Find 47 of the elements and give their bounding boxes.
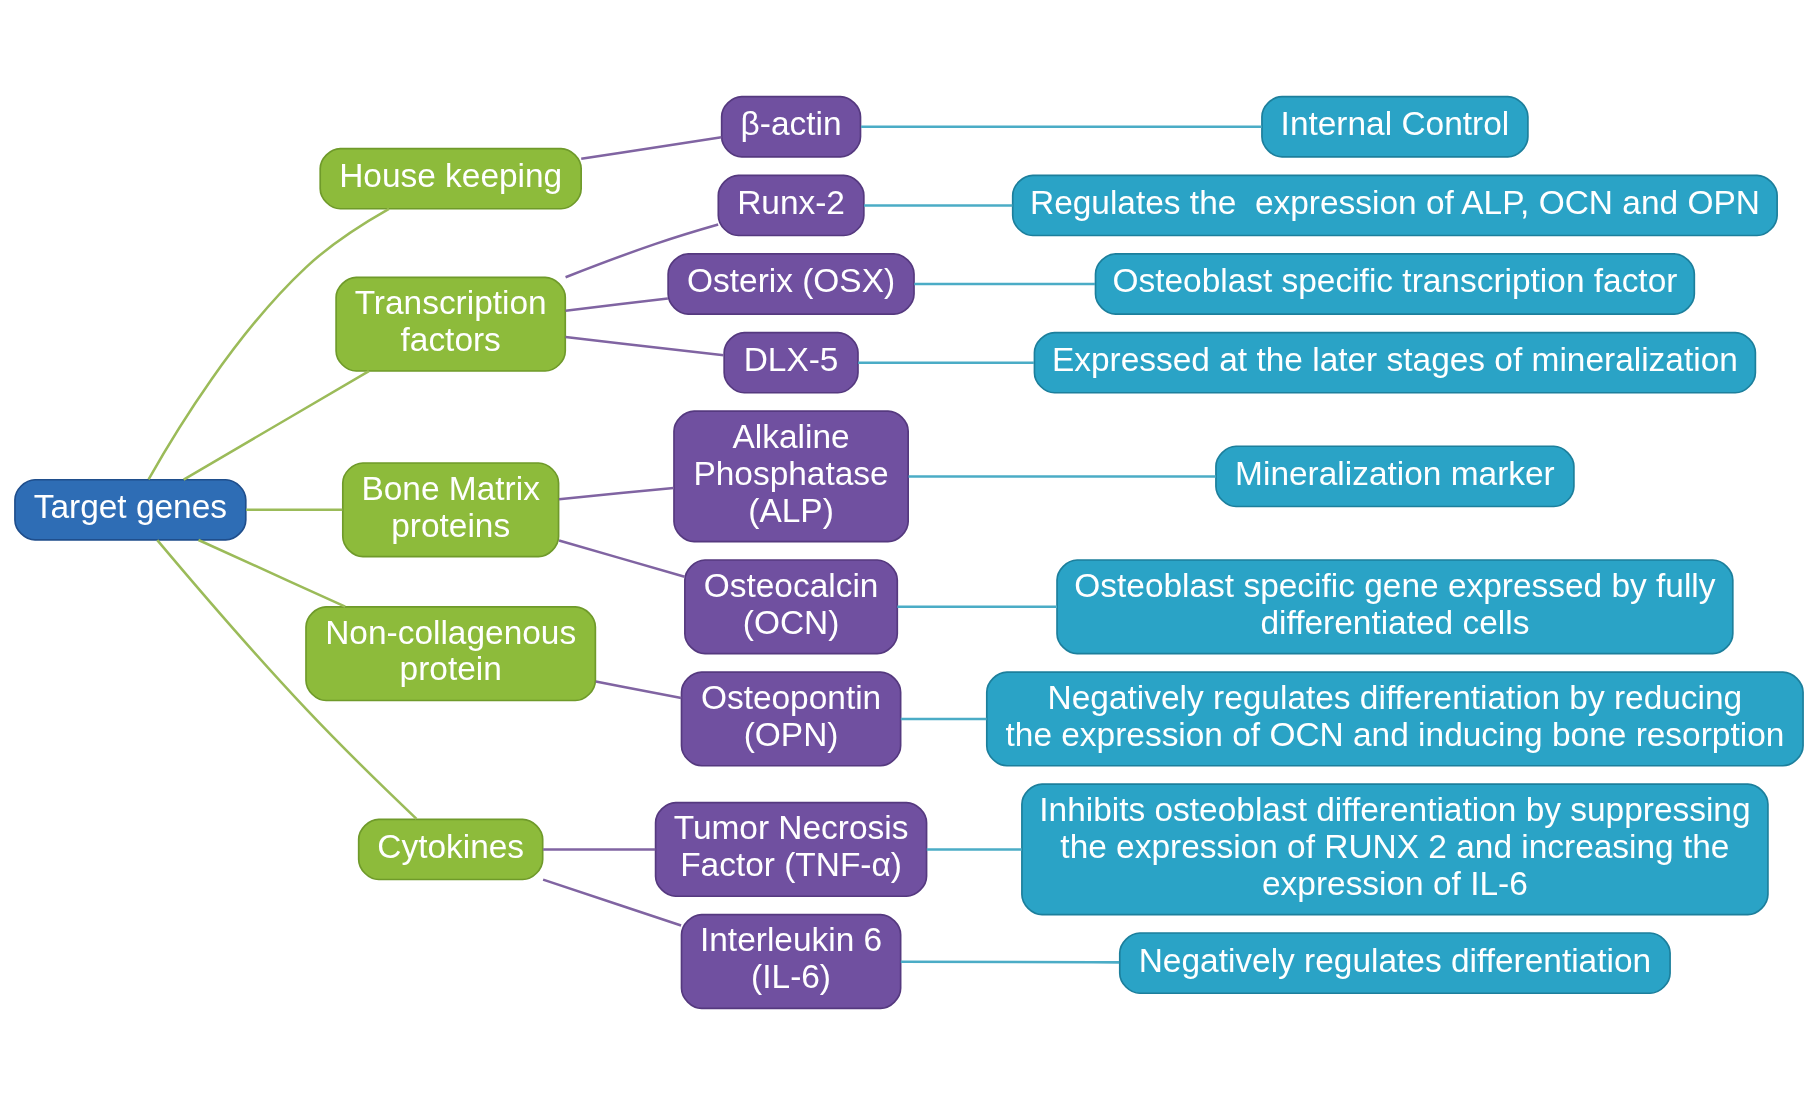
node-box: Transcription factors (335, 276, 567, 372)
node-box: Osteoblast specific transcription factor (1094, 252, 1696, 315)
connector (864, 203, 1013, 207)
node-box: Runx-2 (717, 173, 865, 236)
node-box: Negatively regulates differentiation by reducing the expression of OCN and inducing bone resorption (985, 670, 1804, 767)
connector (581, 135, 722, 160)
connector (914, 282, 1095, 285)
connector (900, 960, 1120, 964)
connector (565, 296, 668, 312)
connector (156, 538, 418, 820)
node-box: Non-collagenous protein (305, 605, 597, 701)
node-box: Bone Matrix proteins (341, 461, 560, 557)
connector (897, 605, 1057, 608)
connector (908, 474, 1216, 478)
connector (558, 486, 674, 500)
node-box: Osteocalcin (OCN) (684, 558, 899, 655)
node-box: Osteopontin (OPN) (680, 670, 902, 767)
connector (542, 877, 682, 927)
node-box: Cytokines (357, 817, 544, 880)
node-box: Internal Control (1261, 95, 1529, 158)
node-box: Expressed at the later stages of mineralization (1033, 331, 1757, 394)
connector (926, 847, 1022, 851)
connector (147, 207, 390, 480)
connector (595, 679, 682, 699)
node-box: Mineralization marker (1215, 444, 1575, 507)
node-box: Tumor Necrosis Factor (TNF-α) (654, 801, 928, 897)
connector (543, 847, 656, 851)
connector (858, 360, 1034, 364)
node-box: Osterix (OSX) (667, 252, 915, 315)
connector (183, 369, 370, 481)
node-box: Regulates the expression of ALP, OCN and OPN (1011, 173, 1778, 236)
connector (861, 125, 1262, 128)
node-box: β-actin (720, 95, 862, 158)
node-box: Interleukin 6 (IL-6) (680, 913, 902, 1009)
node-box: Osteoblast specific gene expressed by fully differentiated cells (1056, 558, 1734, 655)
connector (558, 538, 685, 578)
connector (565, 335, 724, 356)
connector (197, 538, 346, 608)
node-box: Alkaline Phosphatase (ALP) (673, 409, 909, 542)
node-box: Negatively regulates differentiation (1118, 931, 1671, 994)
node-box: DLX-5 (723, 331, 859, 394)
node-box: Inhibits osteoblast differentiation by suppressing the expression of RUNX 2 and increasing the expression of IL-6 (1021, 782, 1769, 915)
connector (565, 222, 719, 278)
connector (246, 508, 343, 511)
node-box: House keeping (319, 147, 582, 210)
connector (900, 717, 987, 720)
node-box: Target genes (14, 478, 247, 541)
